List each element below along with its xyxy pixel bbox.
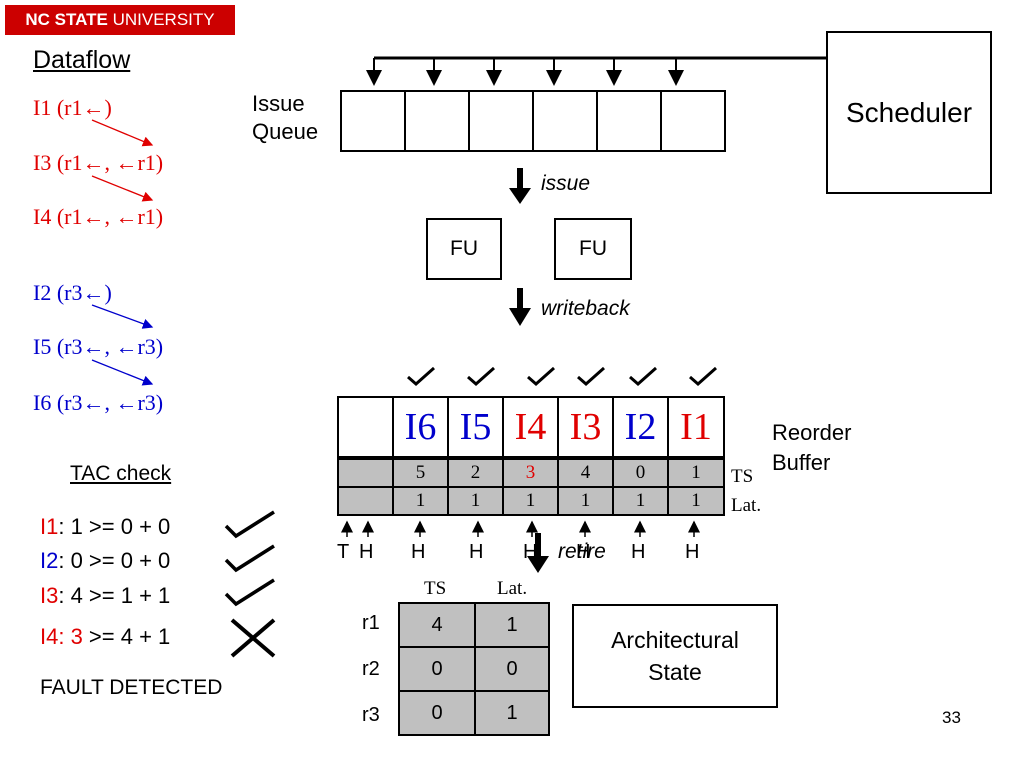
rob-lat-cell: 1 xyxy=(667,486,725,516)
rob-head-pointer: H xyxy=(631,541,646,563)
rob-head-pointer: H xyxy=(576,541,591,563)
dataflow-inst-i4: I4 (r1←, ←r1) xyxy=(33,204,164,229)
dataflow-inst-i6: I6 (r3←, ←r3) xyxy=(33,390,164,415)
reg-lat-cell: 1 xyxy=(474,602,550,648)
issue-queue-slot xyxy=(404,90,470,152)
issue-queue-slot xyxy=(468,90,534,152)
reg-ts-cell: 0 xyxy=(398,690,476,736)
issue-queue-slot xyxy=(660,90,726,152)
dep-arrow-i5-i6 xyxy=(91,359,154,386)
issue-queue xyxy=(340,90,728,152)
reg-ts-cell: 4 xyxy=(398,602,476,648)
rob-entry-i6: I6 xyxy=(392,396,449,458)
dep-arrow-i3-i4 xyxy=(91,175,154,202)
rob-head-pointer: H xyxy=(523,541,538,563)
rob-lat-cell: 1 xyxy=(612,486,669,516)
rob-head-pointer: H xyxy=(411,541,426,563)
rob-tail-pointer: T xyxy=(337,541,350,563)
rob-head-pointer: H xyxy=(469,541,484,563)
tac-row-i3: I3: 4 >= 1 + 1 xyxy=(40,583,171,608)
reg-ts-cell: 0 xyxy=(398,646,476,692)
rob-ts-cell: 2 xyxy=(447,458,504,488)
register-table: 4 1 0 0 0 1 xyxy=(398,602,550,736)
dep-arrow-i1-i3 xyxy=(91,119,154,147)
functional-unit-2: FU xyxy=(554,218,632,280)
rob-lat-cell: 1 xyxy=(502,486,559,516)
rob-ts-label: TS xyxy=(731,466,754,487)
rob-ts-cell: 1 xyxy=(667,458,725,488)
reg-col-lat: Lat. xyxy=(497,578,528,599)
reorder-buffer: I6 I5 I4 I3 I2 I1 5 2 3 4 0 1 1 1 1 1 1 … xyxy=(337,396,727,522)
dataflow-title: Dataflow xyxy=(33,46,131,74)
dataflow-inst-i5: I5 (r3←, ←r3) xyxy=(33,334,164,359)
reg-label-r2: r2 xyxy=(362,658,380,680)
reg-label-r3: r3 xyxy=(362,704,380,726)
rob-lat-cell: 1 xyxy=(447,486,504,516)
rob-lat-cell: 1 xyxy=(557,486,614,516)
rob-entry-i2: I2 xyxy=(612,396,669,458)
rob-ts-cell: 4 xyxy=(557,458,614,488)
rob-lat-cell xyxy=(337,486,394,516)
scheduler-box: Scheduler xyxy=(826,31,992,194)
issue-label: issue xyxy=(541,172,591,195)
rob-label: Reorder Buffer xyxy=(772,420,852,475)
tac-row-i4: I4: 3 >= 4 + 1 xyxy=(40,624,171,649)
writeback-label: writeback xyxy=(541,297,630,320)
reg-col-ts: TS xyxy=(424,578,447,599)
dep-arrow-i2-i5 xyxy=(91,304,154,329)
retire-label: retire xyxy=(558,540,606,563)
rob-entry-i5: I5 xyxy=(447,396,504,458)
tac-row-i1: I1: 1 >= 0 + 0 xyxy=(40,514,171,539)
rob-ts-cell: 0 xyxy=(612,458,669,488)
rob-entry-i4: I4 xyxy=(502,396,559,458)
rob-head-pointer: H xyxy=(359,541,374,563)
rob-ts-cell: 5 xyxy=(392,458,449,488)
rob-ts-cell xyxy=(337,458,394,488)
reg-lat-cell: 0 xyxy=(474,646,550,692)
rob-entry-i3: I3 xyxy=(557,396,614,458)
fault-detected: FAULT DETECTED xyxy=(40,676,223,699)
rob-head-pointer: H xyxy=(685,541,700,563)
university-logo: NC STATE UNIVERSITY xyxy=(5,5,235,35)
page-number: 33 xyxy=(942,708,961,727)
dataflow-inst-i3: I3 (r1←, ←r1) xyxy=(33,150,164,175)
issue-queue-slot xyxy=(596,90,662,152)
reg-label-r1: r1 xyxy=(362,612,380,634)
dataflow-inst-i1: I1 (r1←) xyxy=(33,95,112,120)
tac-row-i2: I2: 0 >= 0 + 0 xyxy=(40,548,171,573)
functional-unit-1: FU xyxy=(426,218,502,280)
rob-lat-cell: 1 xyxy=(392,486,449,516)
issue-queue-slot xyxy=(340,90,406,152)
issue-queue-label: Issue Queue xyxy=(252,91,319,144)
tac-title: TAC check xyxy=(70,462,172,485)
issue-queue-slot xyxy=(532,90,598,152)
reg-lat-cell: 1 xyxy=(474,690,550,736)
dataflow-inst-i2: I2 (r3←) xyxy=(33,280,112,305)
rob-entry-empty xyxy=(337,396,394,458)
architectural-state-box: Architectural State xyxy=(572,604,778,708)
rob-ts-cell: 3 xyxy=(502,458,559,488)
rob-entry-i1: I1 xyxy=(667,396,725,458)
rob-lat-label: Lat. xyxy=(731,495,762,516)
